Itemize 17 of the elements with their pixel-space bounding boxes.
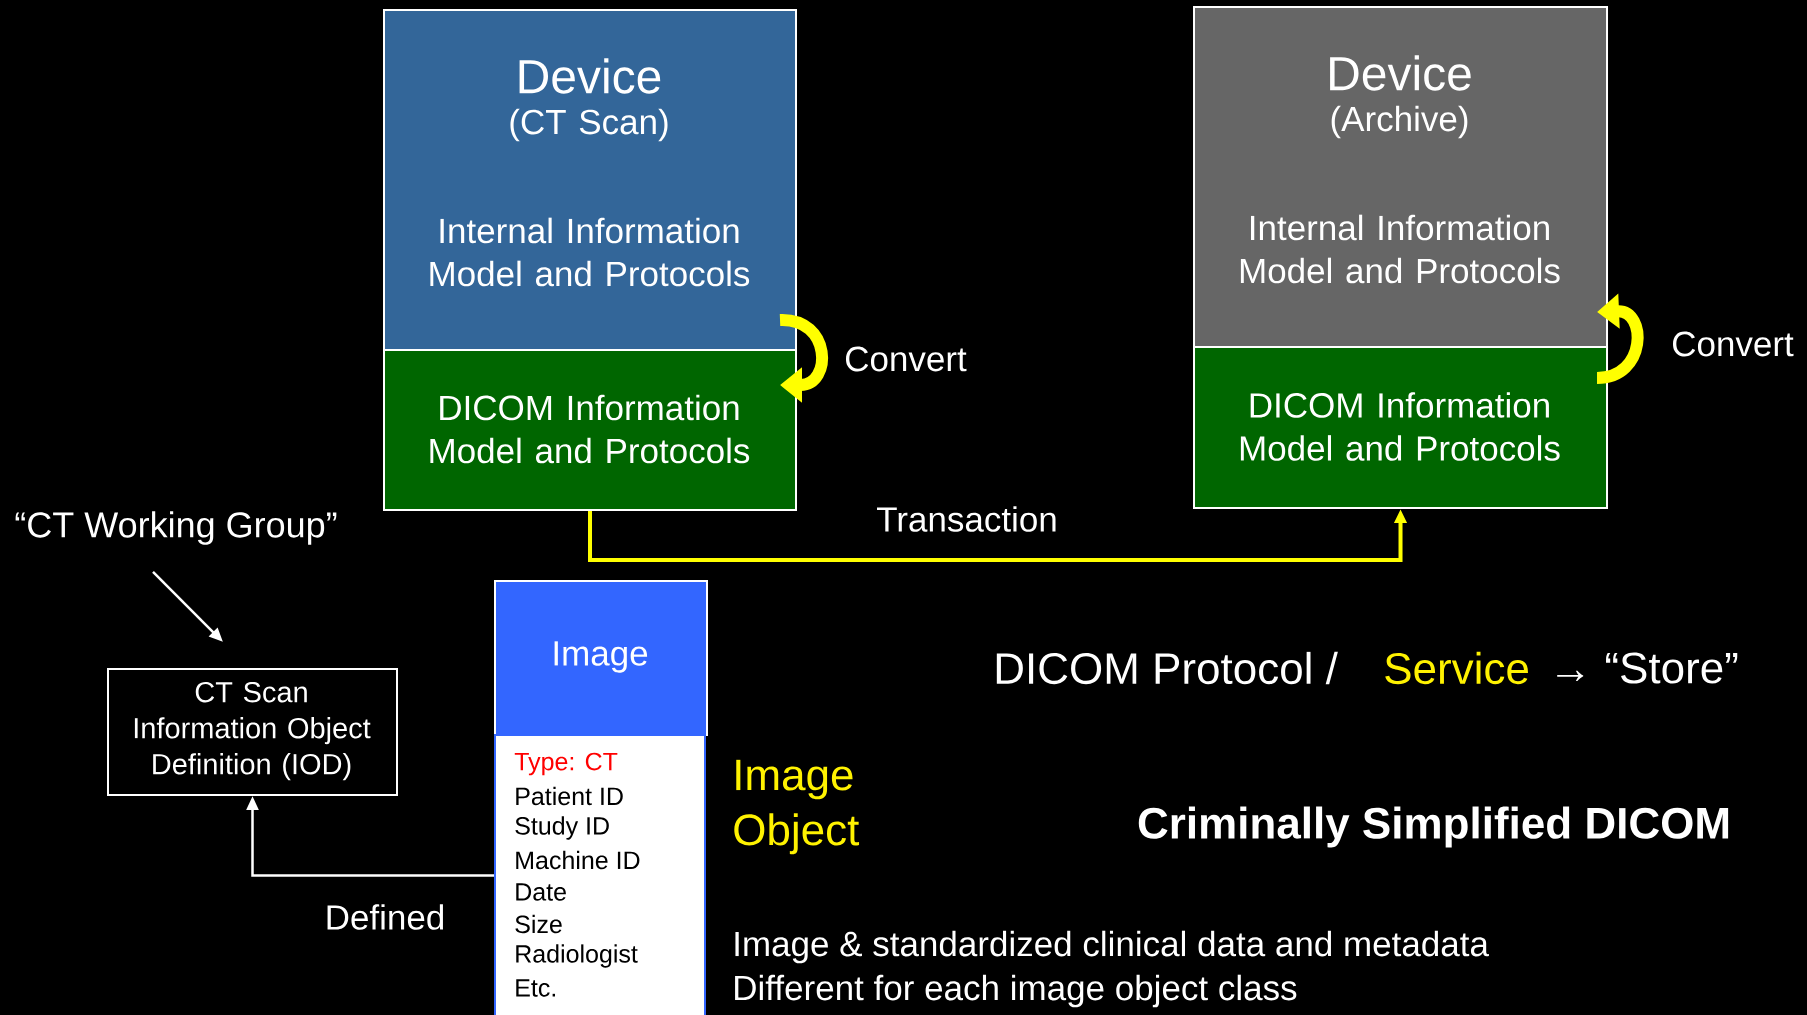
model-box: DICOM Information Model and Protocols xyxy=(1193,346,1608,509)
edge-label: Transaction xyxy=(877,506,1056,532)
service-text: Service xyxy=(1385,651,1528,685)
edge-label: Defined xyxy=(327,904,444,930)
device-box: Device (CT Scan) Internal Information Model and Protocols xyxy=(383,9,797,351)
edge-label: Convert xyxy=(1673,331,1794,357)
device-box: Device (Archive) Internal Information Model and Protocols xyxy=(1193,6,1608,348)
title-text: Criminally Simplified DICOM xyxy=(1138,806,1729,848)
store-text: → “Store” xyxy=(1557,652,1738,684)
image-object-text: Image Object xyxy=(734,759,860,855)
model-box: DICOM Information Model and Protocols xyxy=(383,349,797,511)
image-box: Image xyxy=(494,580,708,736)
edge-label: Convert xyxy=(846,346,967,372)
protocol-text: DICOM Protocol / xyxy=(996,651,1338,685)
definition-box: CT Scan Information Object Definition (IOD) xyxy=(107,668,398,796)
attribute-list-box: Type: CT Patient ID Study ID Machine ID Date Size Radiologist Etc. xyxy=(494,734,706,1015)
note-text: “CT Working Group” xyxy=(15,511,337,545)
